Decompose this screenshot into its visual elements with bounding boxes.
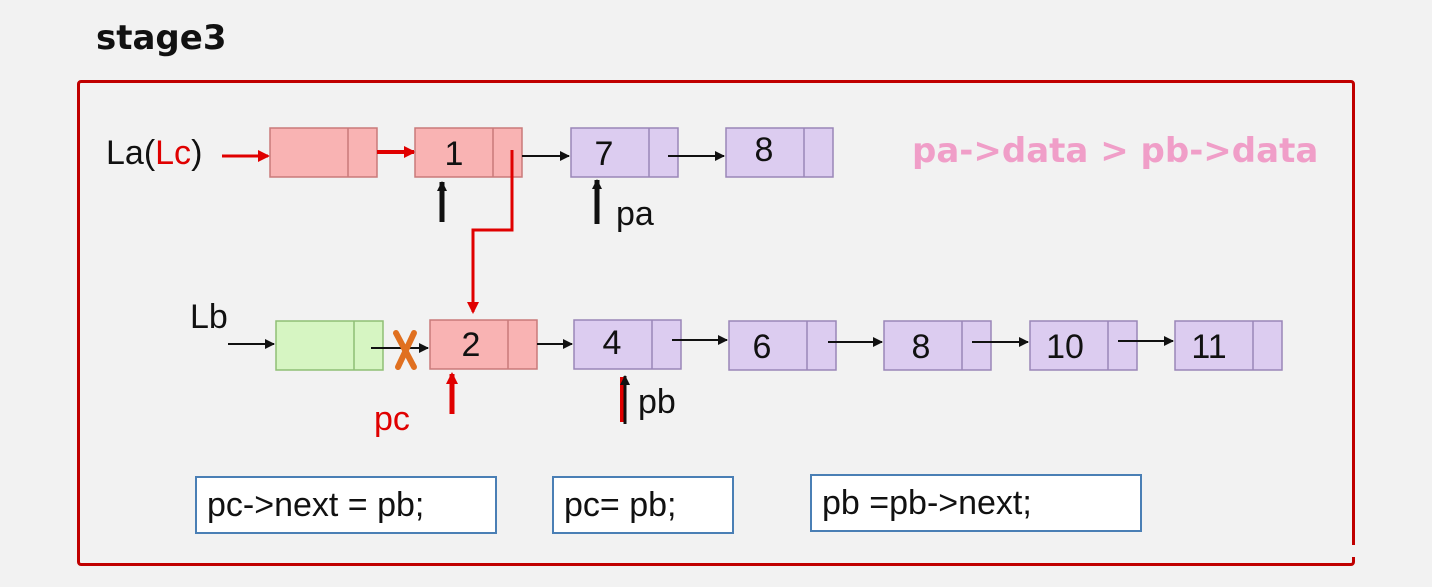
lb-node-4: 4 — [573, 319, 682, 370]
lb-node-10: 10 — [1029, 320, 1138, 371]
la-node-8: 8 — [725, 127, 834, 178]
svg-text:10: 10 — [1046, 328, 1084, 366]
la-head-node — [269, 127, 378, 178]
condition-text: pa->data > pb->data — [912, 131, 1318, 171]
pb-label: pb — [638, 383, 676, 421]
statement-box-3: pb =pb->next; — [810, 474, 1142, 532]
lb-label: Lb — [190, 298, 228, 336]
svg-text:6: 6 — [753, 328, 772, 366]
stage-title: stage3 — [96, 18, 227, 58]
svg-text:8: 8 — [755, 131, 774, 169]
svg-text:11: 11 — [1191, 328, 1226, 366]
lb-node-11: 11 — [1174, 320, 1283, 371]
lb-node-6: 6 — [728, 320, 837, 371]
svg-text:4: 4 — [603, 324, 622, 362]
lb-node-8: 8 — [883, 320, 992, 371]
svg-text:1: 1 — [445, 135, 464, 173]
frame-gap — [1352, 545, 1364, 557]
diagram-frame — [77, 80, 1355, 566]
lb-node-2: 2 — [429, 319, 538, 370]
lb-head-node — [275, 320, 384, 371]
statement-box-1: pc->next = pb; — [195, 476, 497, 534]
svg-text:2: 2 — [462, 326, 481, 364]
la-label: La(Lc) — [106, 134, 202, 172]
cross-icon — [393, 330, 417, 370]
svg-text:8: 8 — [912, 328, 931, 366]
pc-label: pc — [374, 400, 410, 438]
statement-box-2: pc= pb; — [552, 476, 734, 534]
svg-text:7: 7 — [595, 135, 614, 173]
la-node-7: 7 — [570, 127, 679, 178]
la-node-1: 1 — [414, 127, 523, 178]
pa-label: pa — [616, 195, 654, 233]
pc-next-link — [467, 150, 514, 314]
